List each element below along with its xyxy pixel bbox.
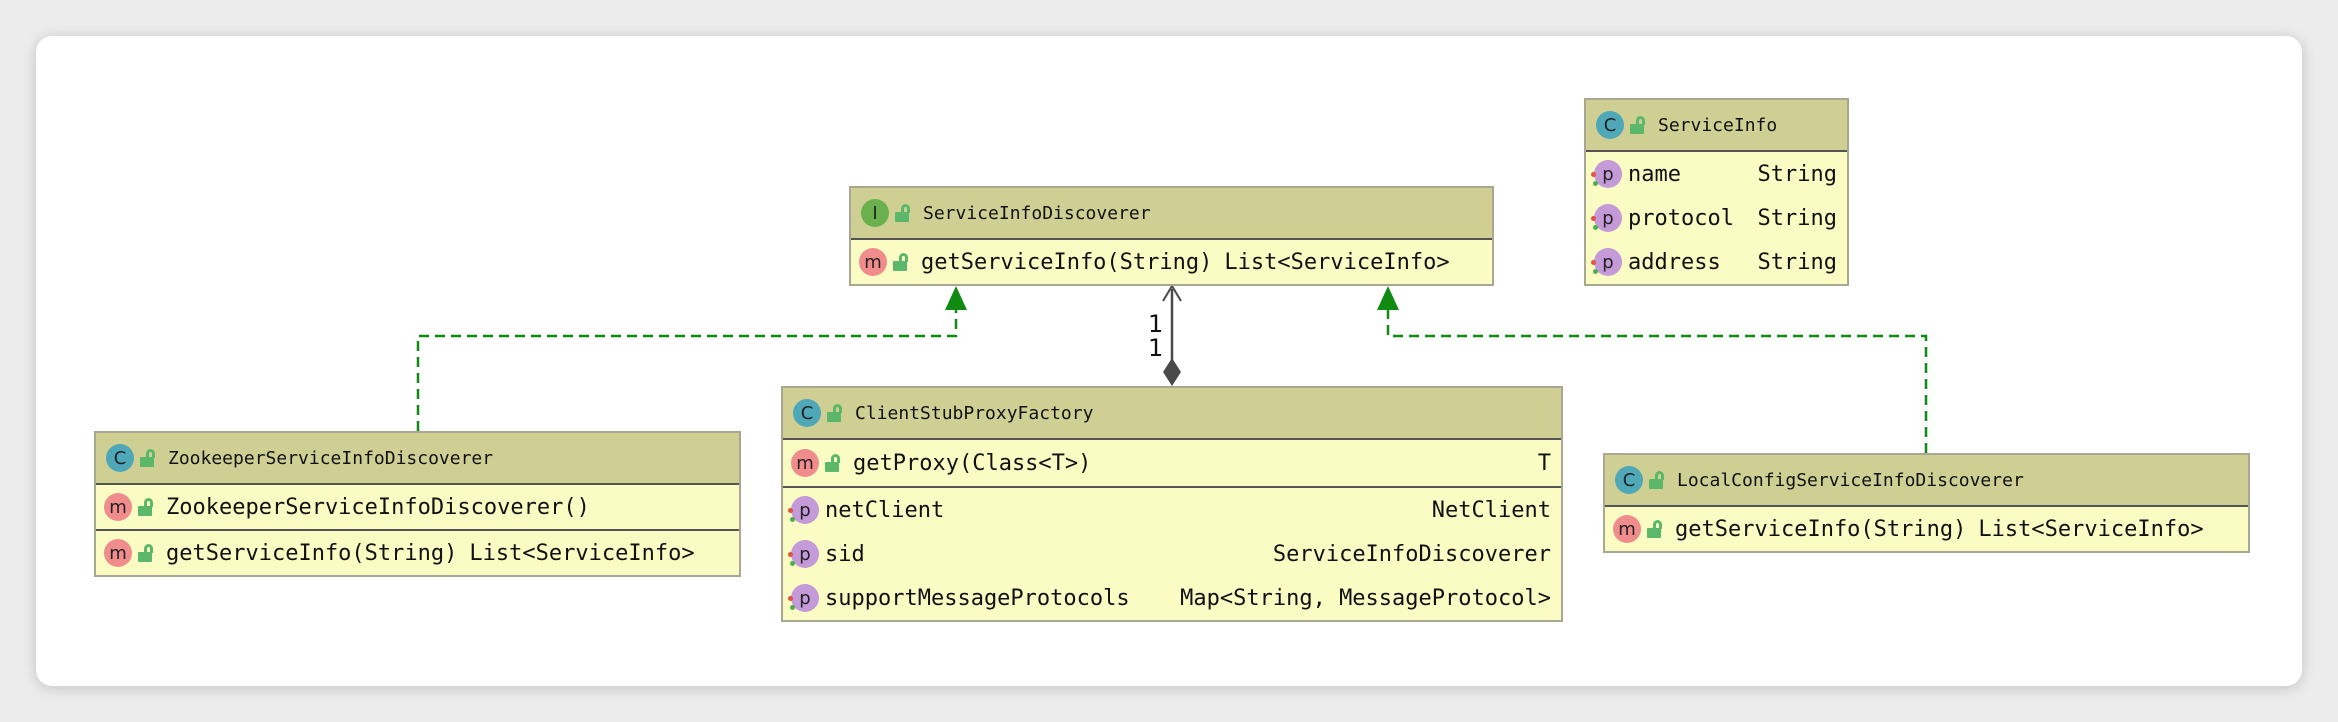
public-visibility-icon: [138, 498, 154, 516]
field-row: p supportMessageProtocols Map<String, Me…: [783, 576, 1561, 620]
public-visibility-icon: [1630, 116, 1646, 134]
field-name: netClient: [825, 497, 945, 523]
method-icon: m: [1613, 515, 1641, 543]
public-visibility-icon: [140, 449, 156, 467]
method-name: getServiceInfo(String): [1675, 516, 1967, 542]
method-row: m getProxy(Class<T>) T: [783, 440, 1561, 486]
field-type: Map<String, MessageProtocol>: [1180, 585, 1551, 611]
property-icon: p: [1591, 160, 1622, 188]
field-name: supportMessageProtocols: [825, 585, 1130, 611]
methods-section: m getServiceInfo(String) List<ServiceInf…: [1605, 507, 2248, 551]
constructor-row: m ZookeeperServiceInfoDiscoverer(): [96, 485, 739, 529]
method-icon: m: [104, 539, 132, 567]
multiplicity-target: 1: [1148, 310, 1164, 338]
field-name: name: [1628, 161, 1681, 187]
multiplicity-source: 1: [1148, 334, 1164, 362]
field-type: String: [1757, 205, 1837, 231]
field-type: NetClient: [1431, 497, 1551, 523]
public-visibility-icon: [895, 204, 911, 222]
method-name: getProxy(Class<T>): [853, 450, 1092, 476]
class-header: I ServiceInfoDiscoverer: [851, 188, 1492, 240]
method-name: getServiceInfo(String): [921, 249, 1213, 275]
public-visibility-icon: [893, 253, 909, 271]
method-return-type: List<ServiceInfo>: [1224, 249, 1450, 275]
class-header: C LocalConfigServiceInfoDiscoverer: [1605, 455, 2248, 507]
field-row: p netClient NetClient: [783, 488, 1561, 532]
class-zookeeper-service-info-discoverer[interactable]: C ZookeeperServiceInfoDiscoverer m Zooke…: [94, 431, 741, 577]
method-return-type: List<ServiceInfo>: [469, 540, 695, 566]
method-icon: m: [791, 449, 819, 477]
fields-section: p name String p protocol String p addres…: [1586, 152, 1847, 284]
constructor-name: ZookeeperServiceInfoDiscoverer(): [166, 494, 590, 520]
class-client-stub-proxy-factory[interactable]: C ClientStubProxyFactory m getProxy(Clas…: [781, 386, 1563, 622]
methods-section: m getServiceInfo(String) List<ServiceInf…: [96, 529, 739, 575]
field-row: p name String: [1586, 152, 1847, 196]
public-visibility-icon: [138, 544, 154, 562]
method-row: m getServiceInfo(String) List<ServiceInf…: [851, 240, 1492, 284]
public-visibility-icon: [1649, 471, 1665, 489]
interface-service-info-discoverer[interactable]: I ServiceInfoDiscoverer m getServiceInfo…: [849, 186, 1494, 286]
method-icon: m: [859, 248, 887, 276]
public-visibility-icon: [827, 404, 843, 422]
methods-section: m getServiceInfo(String) List<ServiceInf…: [851, 240, 1492, 284]
fields-section: p netClient NetClient p sid ServiceInfoD…: [783, 486, 1561, 620]
class-name: ZookeeperServiceInfoDiscoverer: [168, 447, 494, 469]
class-name: ClientStubProxyFactory: [855, 402, 1094, 424]
class-kind-icon: C: [1596, 111, 1624, 139]
methods-section: m getProxy(Class<T>) T: [783, 440, 1561, 486]
method-return-type: T: [1537, 450, 1551, 476]
property-icon: p: [1591, 248, 1622, 276]
property-icon: p: [788, 584, 819, 612]
field-row: p address String: [1586, 240, 1847, 284]
method-name: getServiceInfo(String): [166, 540, 458, 566]
method-icon: m: [104, 493, 132, 521]
method-row: m getServiceInfo(String) List<ServiceInf…: [96, 531, 739, 575]
field-type: String: [1757, 161, 1837, 187]
class-header: C ZookeeperServiceInfoDiscoverer: [96, 433, 739, 485]
class-name: ServiceInfoDiscoverer: [923, 202, 1151, 224]
field-name: address: [1628, 249, 1721, 275]
field-row: p sid ServiceInfoDiscoverer: [783, 532, 1561, 576]
constructors-section: m ZookeeperServiceInfoDiscoverer(): [96, 485, 739, 529]
field-row: p protocol String: [1586, 196, 1847, 240]
class-local-config-service-info-discoverer[interactable]: C LocalConfigServiceInfoDiscoverer m get…: [1603, 453, 2250, 553]
field-type: String: [1757, 249, 1837, 275]
field-name: sid: [825, 541, 865, 567]
interface-kind-icon: I: [861, 199, 889, 227]
class-kind-icon: C: [793, 399, 821, 427]
method-row: m getServiceInfo(String) List<ServiceInf…: [1605, 507, 2248, 551]
class-header: C ServiceInfo: [1586, 100, 1847, 152]
class-service-info[interactable]: C ServiceInfo p name String p protocol S…: [1584, 98, 1849, 286]
property-icon: p: [1591, 204, 1622, 232]
public-visibility-icon: [825, 454, 841, 472]
class-name: ServiceInfo: [1658, 114, 1778, 136]
public-visibility-icon: [1647, 520, 1663, 538]
class-name: LocalConfigServiceInfoDiscoverer: [1677, 469, 2024, 491]
field-name: protocol: [1628, 205, 1734, 231]
method-return-type: List<ServiceInfo>: [1978, 516, 2204, 542]
field-type: ServiceInfoDiscoverer: [1272, 541, 1551, 567]
class-kind-icon: C: [1615, 466, 1643, 494]
class-header: C ClientStubProxyFactory: [783, 388, 1561, 440]
property-icon: p: [788, 540, 819, 568]
class-kind-icon: C: [106, 444, 134, 472]
property-icon: p: [788, 496, 819, 524]
